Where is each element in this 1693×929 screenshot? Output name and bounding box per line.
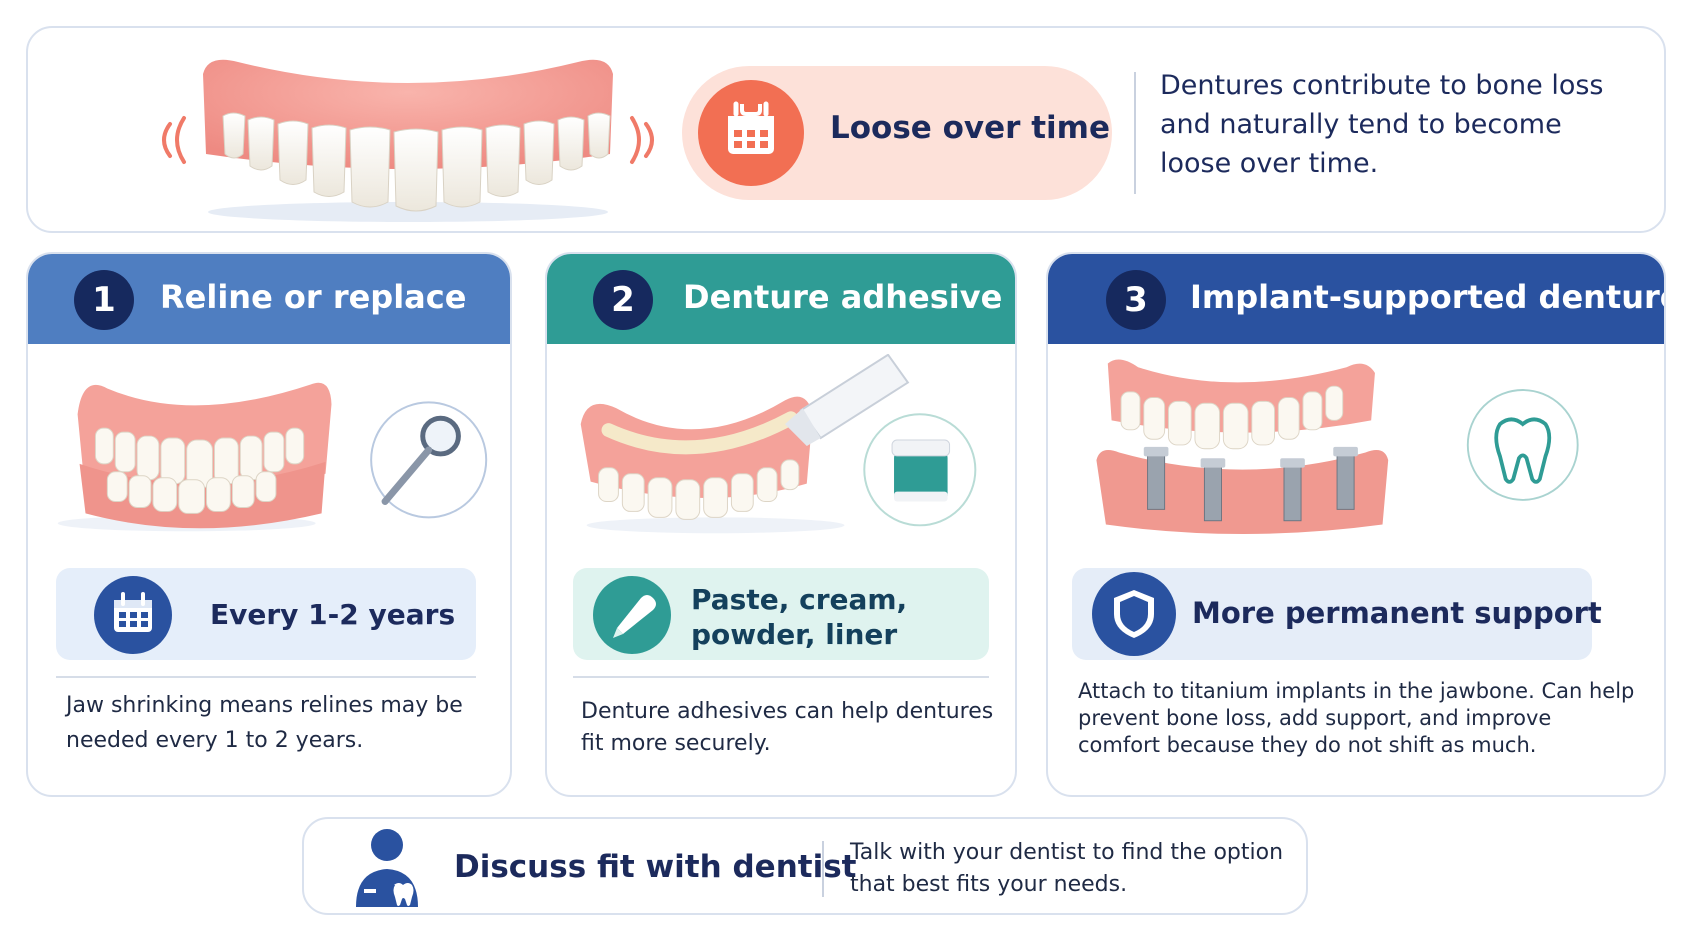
step-number-badge: 3 bbox=[1106, 270, 1166, 330]
top-description: Dentures contribute to bone loss and nat… bbox=[1160, 70, 1604, 179]
bottom-description: Talk with your dentist to find the optio… bbox=[850, 840, 1284, 897]
card-description: Jaw shrinking means relines may be neede… bbox=[66, 693, 463, 753]
card-header: 1 Reline or replace bbox=[28, 254, 510, 344]
step-number-badge: 2 bbox=[593, 270, 653, 330]
card-header: 3 Implant-supported dentures bbox=[1048, 254, 1664, 344]
divider bbox=[56, 676, 476, 678]
card-implant-supported-dentures: 3 Implant-supported dentures bbox=[1046, 252, 1666, 797]
tooth-icon bbox=[1466, 389, 1579, 501]
card-header: 2 Denture adhesive bbox=[547, 254, 1015, 344]
divider bbox=[1134, 72, 1136, 194]
card-title: Reline or replace bbox=[160, 278, 467, 316]
loose-over-time-label: Loose over time bbox=[830, 110, 1110, 146]
feature-label: Paste, cream, powder, liner bbox=[691, 583, 908, 651]
feature-label: Every 1-2 years bbox=[210, 598, 456, 631]
top-panel: Loose over time Dentures contribute to b… bbox=[26, 26, 1666, 233]
card-description: Attach to titanium implants in the jawbo… bbox=[1078, 679, 1635, 757]
step-number-badge: 1 bbox=[74, 270, 134, 330]
card-description: Denture adhesives can help dentures fit … bbox=[581, 699, 994, 756]
tube-icon bbox=[593, 576, 671, 654]
adhesive-denture-illustration bbox=[580, 354, 977, 534]
card-title: Denture adhesive bbox=[683, 278, 1003, 316]
calendar-icon bbox=[698, 80, 804, 186]
shield-icon bbox=[1092, 572, 1176, 656]
card-denture-adhesive: 2 Denture adhesive Past bbox=[545, 252, 1017, 797]
divider bbox=[822, 841, 824, 897]
calendar-icon bbox=[94, 576, 172, 654]
dental-mirror-icon bbox=[370, 401, 488, 519]
card-title: Implant-supported dentures bbox=[1190, 278, 1666, 316]
permanent-support-feature: More permanent support bbox=[1072, 568, 1602, 660]
loose-over-time-badge: Loose over time bbox=[682, 66, 1112, 200]
divider bbox=[573, 676, 989, 678]
bottom-title: Discuss fit with dentist bbox=[454, 849, 857, 885]
frequency-feature: Every 1-2 years bbox=[56, 568, 476, 660]
bottom-panel: Discuss fit with dentist Talk with your … bbox=[302, 817, 1308, 915]
feature-label: More permanent support bbox=[1192, 596, 1602, 630]
full-denture-illustration bbox=[57, 382, 488, 532]
implant-denture-illustration bbox=[1096, 359, 1579, 534]
adhesive-jar-icon bbox=[863, 413, 977, 527]
dentist-icon bbox=[356, 829, 418, 907]
card-reline-or-replace: 1 Reline or replace bbox=[26, 252, 512, 797]
adhesive-types-feature: Paste, cream, powder, liner bbox=[573, 568, 989, 660]
upper-denture-illustration bbox=[162, 59, 654, 222]
